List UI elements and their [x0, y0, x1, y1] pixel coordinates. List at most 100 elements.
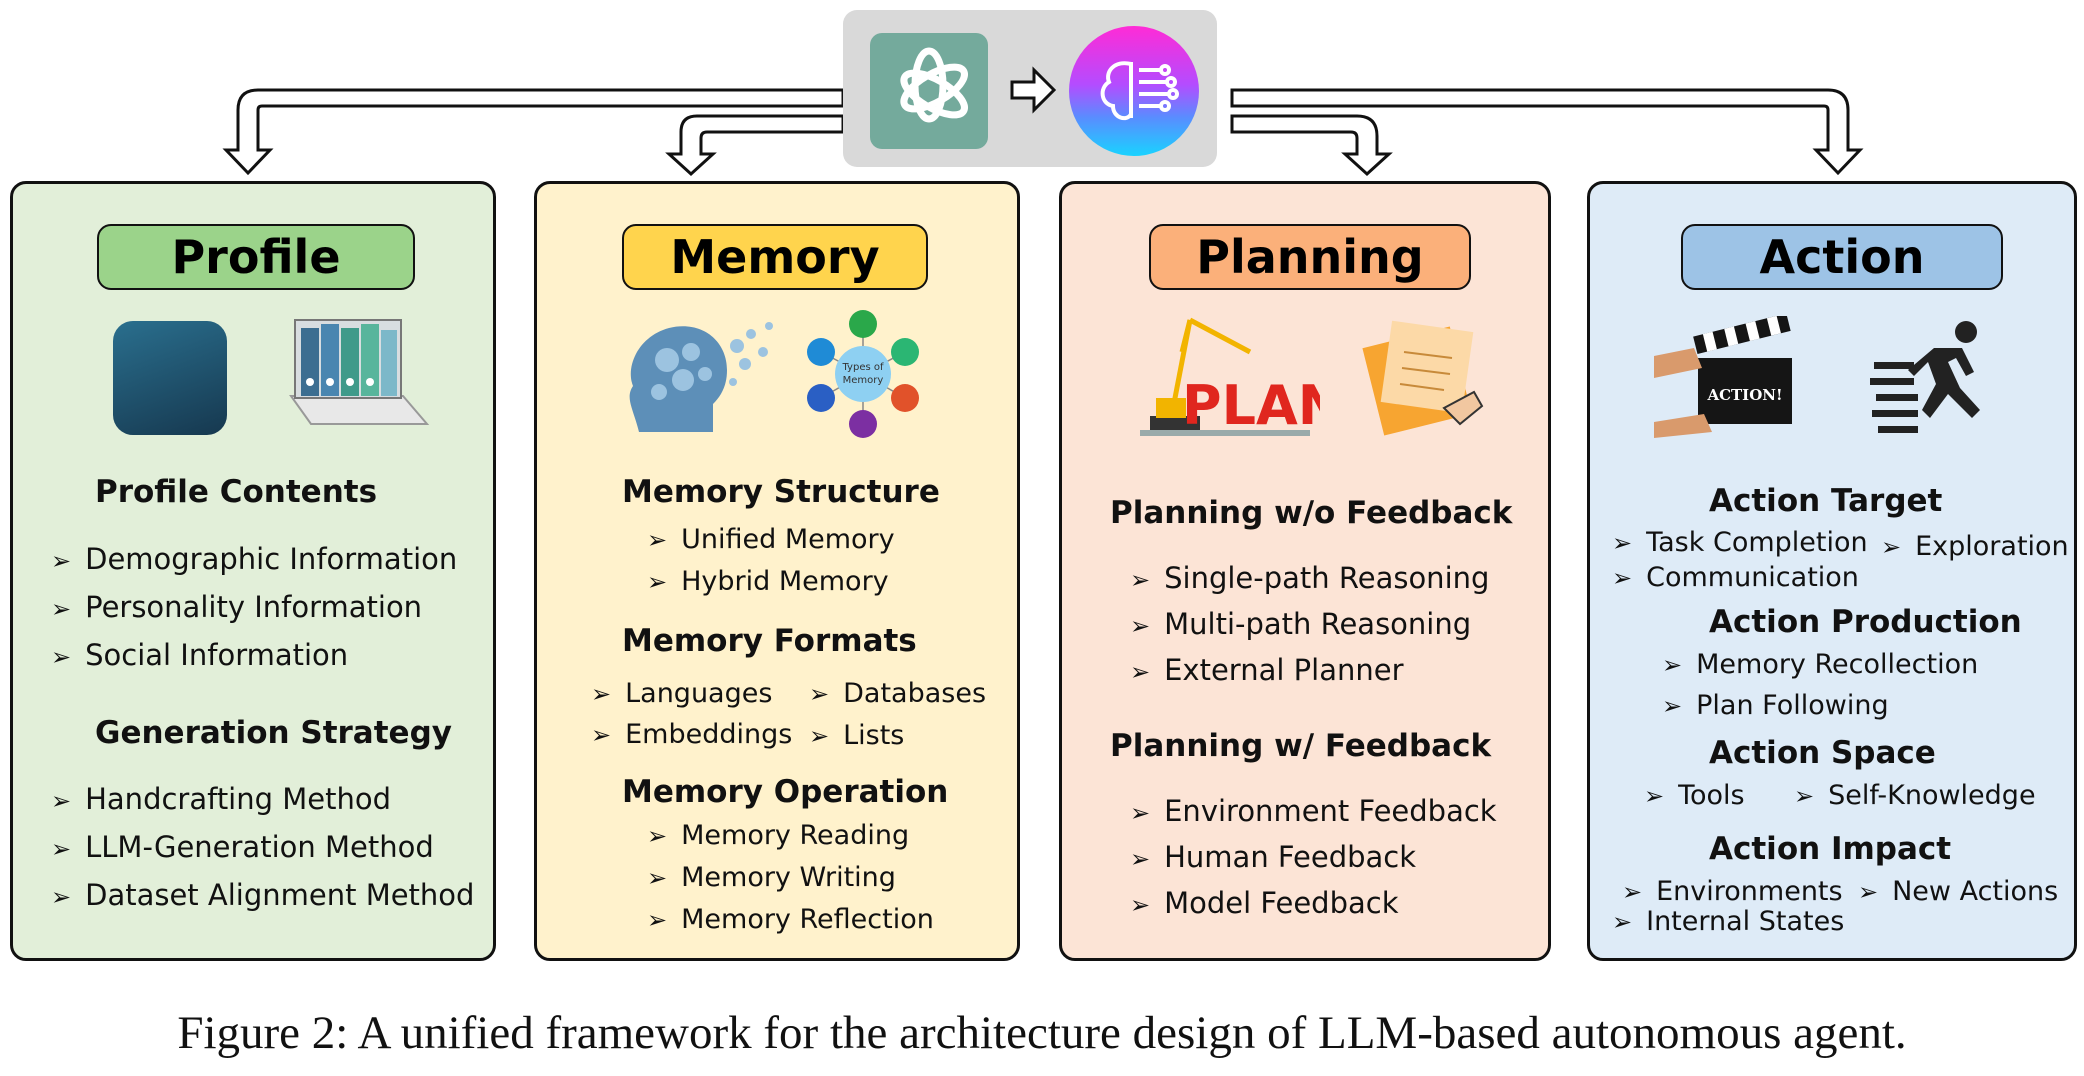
- svg-text:Memory: Memory: [843, 375, 884, 386]
- list-item: ➢Personality Information: [51, 590, 423, 624]
- memory-operation-heading: Memory Operation: [622, 774, 949, 810]
- bullet-icon: ➢: [1130, 612, 1151, 640]
- bullet-icon: ➢: [51, 547, 72, 575]
- action-target-heading: Action Target: [1709, 483, 1943, 519]
- list-item: ➢External Planner: [1130, 653, 1404, 687]
- list-item: ➢Demographic Information: [51, 542, 458, 576]
- list-item: ➢Memory Reading: [647, 820, 910, 851]
- bullet-icon: ➢: [591, 680, 612, 708]
- memory-title: Memory: [622, 224, 928, 290]
- bullet-icon: ➢: [647, 906, 668, 934]
- list-item: ➢New Actions: [1858, 876, 2059, 907]
- arrow-right-icon: [1010, 66, 1057, 114]
- list-item: ➢Languages: [591, 678, 773, 709]
- bullet-icon: ➢: [1858, 878, 1879, 906]
- list-item: ➢Social Information: [51, 638, 349, 672]
- llm-hub: [843, 10, 1217, 167]
- sticky-notes-icon: [1362, 320, 1484, 436]
- running-man-icon: [1870, 321, 1980, 433]
- list-item: ➢Dataset Alignment Method: [51, 878, 475, 912]
- bullet-icon: ➢: [1130, 891, 1151, 919]
- memory-structure-heading: Memory Structure: [622, 474, 940, 510]
- planning-title: Planning: [1149, 224, 1471, 290]
- list-item: ➢Multi-path Reasoning: [1130, 607, 1472, 641]
- list-item: ➢Model Feedback: [1130, 886, 1399, 920]
- figure-caption: Figure 2: A unified framework for the ar…: [177, 1007, 1907, 1059]
- action-title: Action: [1681, 224, 2003, 290]
- list-item: ➢Environment Feedback: [1130, 794, 1497, 828]
- bullet-icon: ➢: [1662, 651, 1683, 679]
- arrow-to-planning-icon: [1230, 114, 1393, 177]
- bullet-icon: ➢: [1612, 564, 1633, 592]
- bullet-icon: ➢: [647, 864, 668, 892]
- action-space-heading: Action Space: [1709, 735, 1936, 771]
- profile-panel: Profile Profile Contents ➢Demographic In…: [10, 181, 496, 961]
- action-panel: Action ACTION! Action Target ➢Task Compl…: [1587, 181, 2077, 961]
- list-item: ➢Single-path Reasoning: [1130, 561, 1490, 595]
- bullet-icon: ➢: [591, 721, 612, 749]
- list-item: ➢Exploration: [1881, 531, 2069, 562]
- ai-brain-icon: [1069, 26, 1199, 156]
- memory-panel: Memory Types of Memory: [534, 181, 1020, 961]
- arrow-to-memory-icon: [665, 114, 845, 177]
- bullet-icon: ➢: [51, 643, 72, 671]
- bullet-icon: ➢: [1794, 782, 1815, 810]
- list-item: ➢Memory Writing: [647, 862, 896, 893]
- bullet-icon: ➢: [647, 568, 668, 596]
- memory-types-diagram-icon: Types of Memory: [807, 310, 919, 438]
- list-item: ➢Tools: [1644, 780, 1745, 811]
- bullet-icon: ➢: [51, 595, 72, 623]
- generation-strategy-heading: Generation Strategy: [95, 715, 452, 751]
- memory-formats-heading: Memory Formats: [622, 623, 917, 659]
- profile-contents-heading: Profile Contents: [95, 474, 378, 510]
- list-item: ➢LLM-Generation Method: [51, 830, 434, 864]
- list-item: ➢Human Feedback: [1130, 840, 1417, 874]
- crane-plan-icon: PLAN: [1140, 317, 1320, 437]
- action-impact-heading: Action Impact: [1709, 831, 1952, 867]
- bullet-icon: ➢: [1612, 529, 1633, 557]
- bullet-icon: ➢: [51, 883, 72, 911]
- bullet-icon: ➢: [809, 680, 830, 708]
- bullet-icon: ➢: [1644, 782, 1665, 810]
- clapperboard-icon: ACTION!: [1654, 316, 1792, 438]
- list-item: ➢Memory Recollection: [1662, 649, 1979, 680]
- bullet-icon: ➢: [1130, 566, 1151, 594]
- planning-without-feedback-heading: Planning w/o Feedback: [1110, 495, 1513, 531]
- bullet-icon: ➢: [51, 787, 72, 815]
- list-item: ➢Handcrafting Method: [51, 782, 392, 816]
- binders-laptop-icon: [289, 319, 430, 425]
- bullet-icon: ➢: [1130, 845, 1151, 873]
- list-item: ➢Memory Reflection: [647, 904, 934, 935]
- action-production-heading: Action Production: [1709, 604, 2022, 640]
- list-item: ➢Environments: [1622, 876, 1843, 907]
- profile-title: Profile: [97, 224, 415, 290]
- bullet-icon: ➢: [1130, 658, 1151, 686]
- list-item: ➢Internal States: [1612, 906, 1845, 937]
- list-item: ➢Self-Knowledge: [1794, 780, 2036, 811]
- arrow-to-profile-icon: [222, 88, 845, 176]
- list-item: ➢Plan Following: [1662, 690, 1889, 721]
- bullet-icon: ➢: [1130, 799, 1151, 827]
- app-tile-icon: [113, 321, 227, 435]
- list-item: ➢Embeddings: [591, 719, 793, 750]
- svg-text:Types of: Types of: [842, 362, 884, 373]
- planning-with-feedback-heading: Planning w/ Feedback: [1110, 728, 1492, 764]
- bullet-icon: ➢: [51, 835, 72, 863]
- bullet-icon: ➢: [1622, 878, 1643, 906]
- head-gears-icon: [629, 322, 773, 432]
- planning-panel: Planning PLAN Planning w/o Feedback ➢Sin…: [1059, 181, 1551, 961]
- bullet-icon: ➢: [1662, 692, 1683, 720]
- plan-sign-text: PLAN: [1182, 374, 1320, 437]
- bullet-icon: ➢: [647, 822, 668, 850]
- bullet-icon: ➢: [1881, 533, 1902, 561]
- clapper-text: ACTION!: [1706, 386, 1782, 404]
- arrow-to-action-icon: [1230, 88, 1864, 176]
- list-item: ➢Communication: [1612, 562, 1859, 593]
- list-item: ➢Task Completion: [1612, 527, 1868, 558]
- list-item: ➢Unified Memory: [647, 524, 895, 555]
- openai-logo-icon: [870, 33, 988, 149]
- bullet-icon: ➢: [1612, 908, 1633, 936]
- list-item: ➢Hybrid Memory: [647, 566, 889, 597]
- list-item: ➢Lists: [809, 720, 905, 751]
